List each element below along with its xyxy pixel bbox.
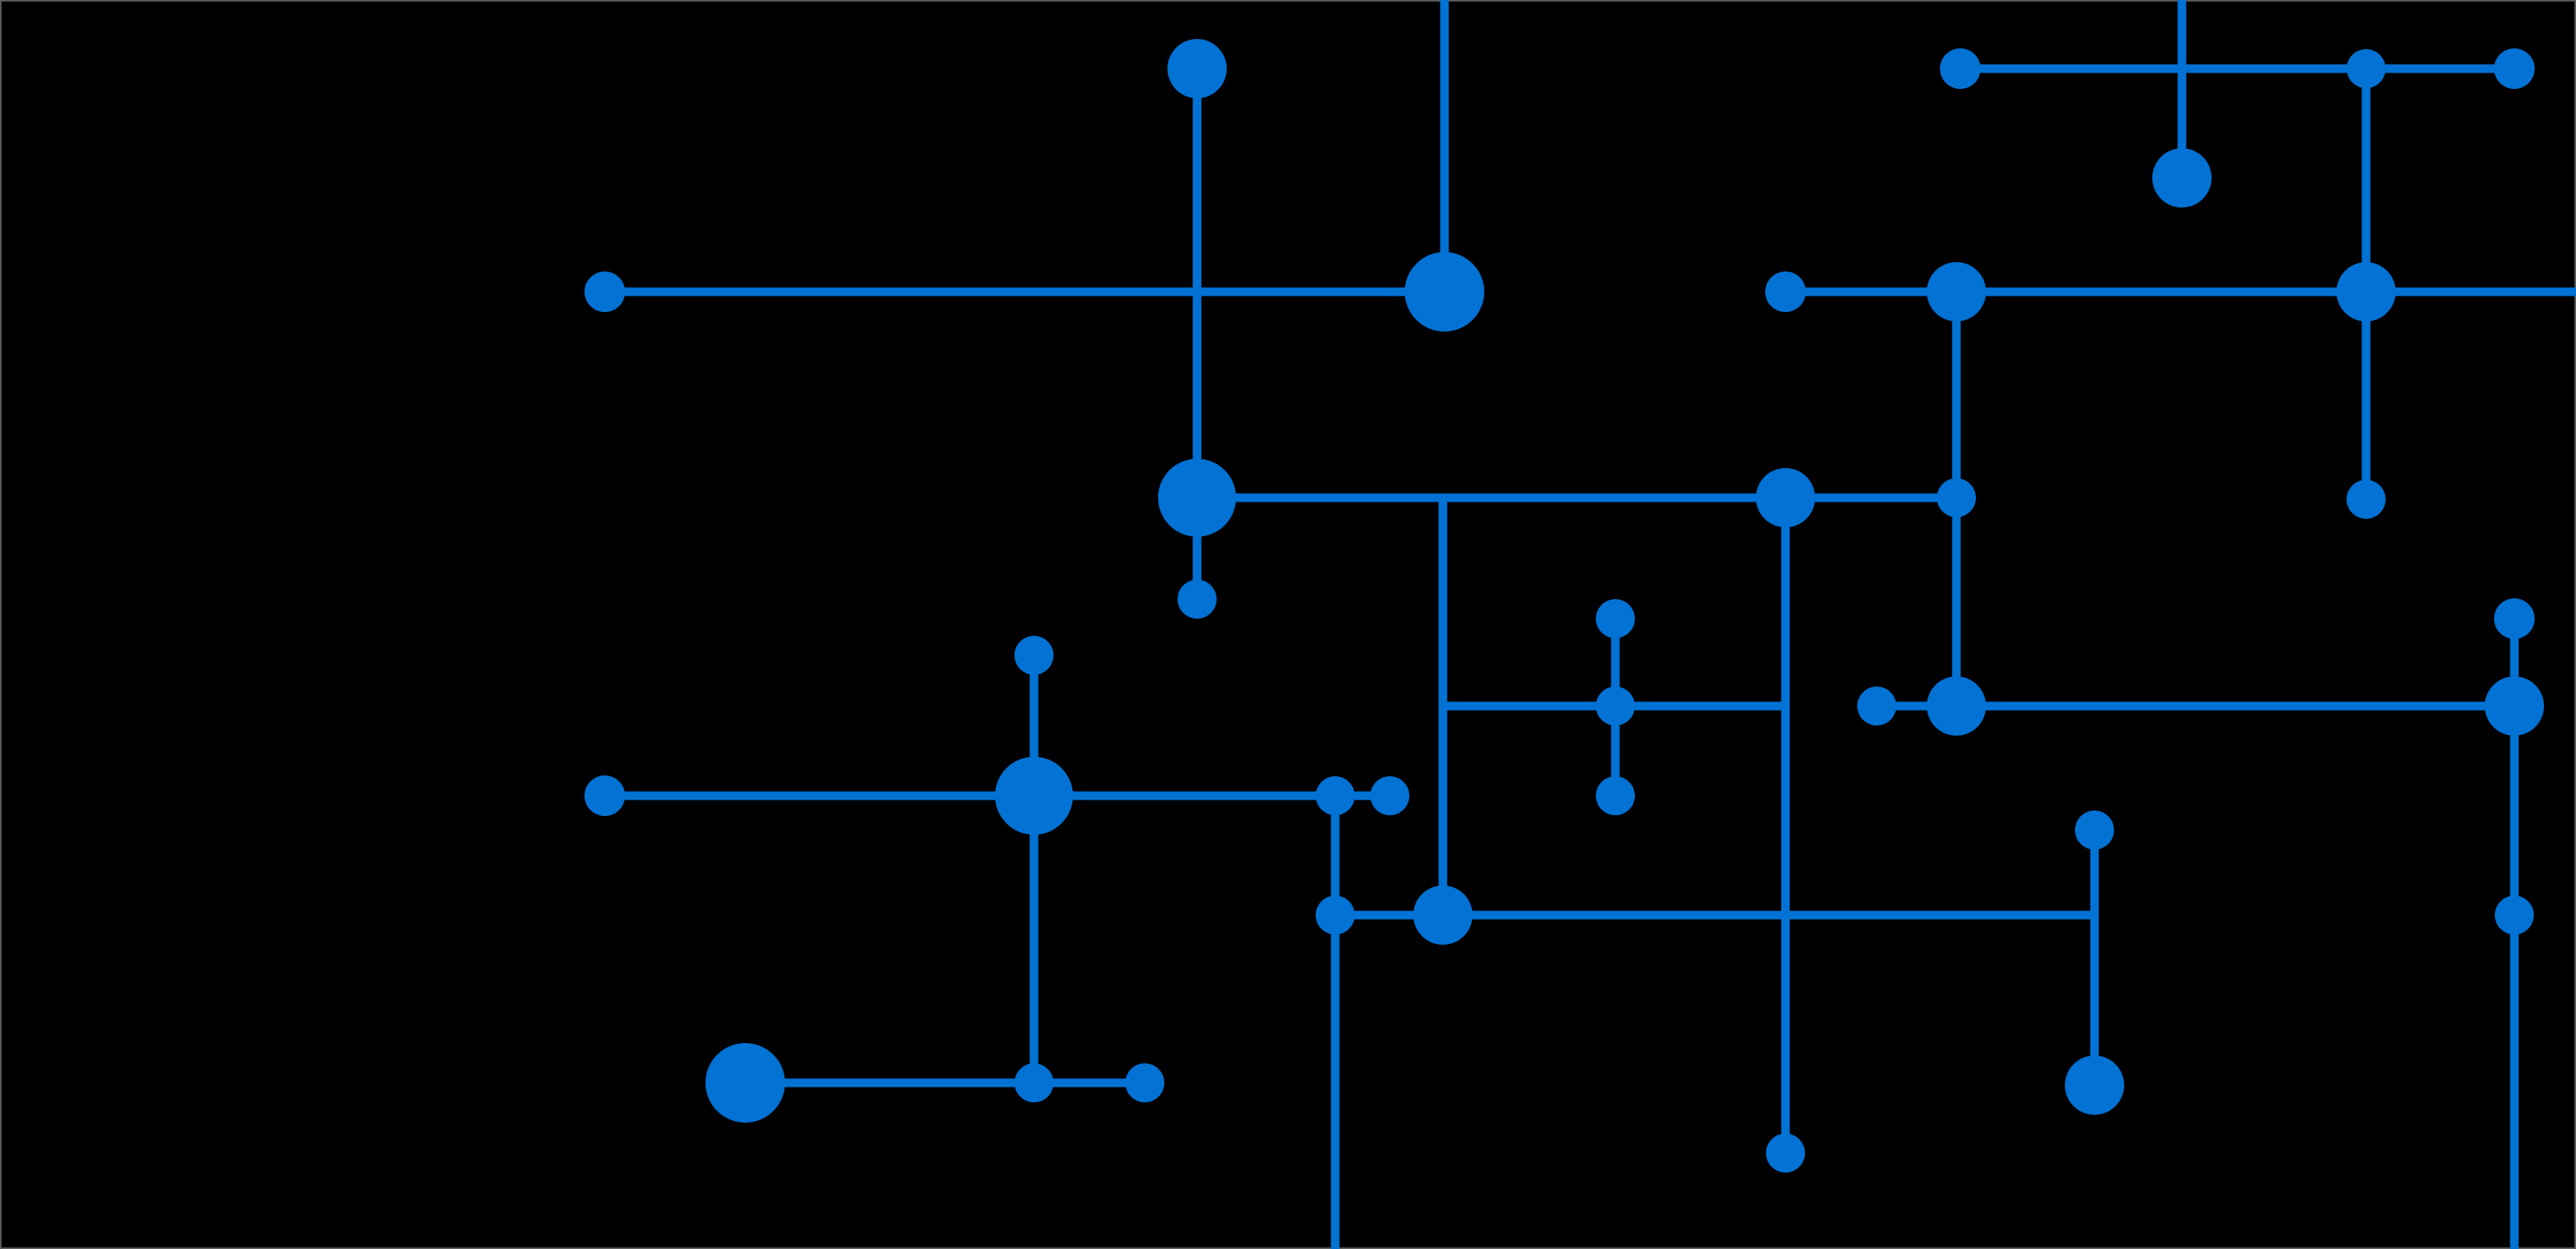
network-node xyxy=(1014,636,1053,675)
network-node xyxy=(2336,262,2396,321)
network-nodes xyxy=(584,39,2544,1173)
network-node xyxy=(1937,478,1976,517)
network-node xyxy=(1413,885,1473,945)
network-node xyxy=(1765,271,1806,312)
network-node xyxy=(2065,1056,2124,1115)
network-node xyxy=(2485,676,2544,736)
network-node xyxy=(995,757,1073,835)
network-node xyxy=(1125,1063,1164,1102)
network-node xyxy=(1766,1134,1805,1173)
network-node xyxy=(2494,48,2535,89)
network-node xyxy=(2494,598,2535,639)
network-node xyxy=(584,775,625,816)
network-node xyxy=(1940,48,1981,89)
network-node xyxy=(1316,776,1355,815)
network-node xyxy=(1927,262,1986,321)
network-node xyxy=(1596,776,1635,815)
network-node xyxy=(584,271,625,312)
network-node xyxy=(1857,687,1896,726)
network-node xyxy=(1370,776,1409,815)
network-node xyxy=(1405,252,1484,332)
network-node xyxy=(1596,599,1635,638)
network-node xyxy=(1756,468,1815,527)
network-node xyxy=(2075,811,2114,850)
network-node xyxy=(1158,459,1236,537)
network-node xyxy=(1596,687,1635,726)
network-node xyxy=(2495,896,2534,935)
network-node xyxy=(1927,676,1986,736)
network-node xyxy=(2347,480,2386,519)
network-node xyxy=(1167,39,1227,98)
network-node xyxy=(2347,49,2386,88)
network-node xyxy=(1014,1063,1053,1102)
network-node xyxy=(1178,580,1217,619)
network-node xyxy=(2152,148,2212,208)
network-node xyxy=(705,1043,785,1123)
network-node xyxy=(1316,896,1355,935)
